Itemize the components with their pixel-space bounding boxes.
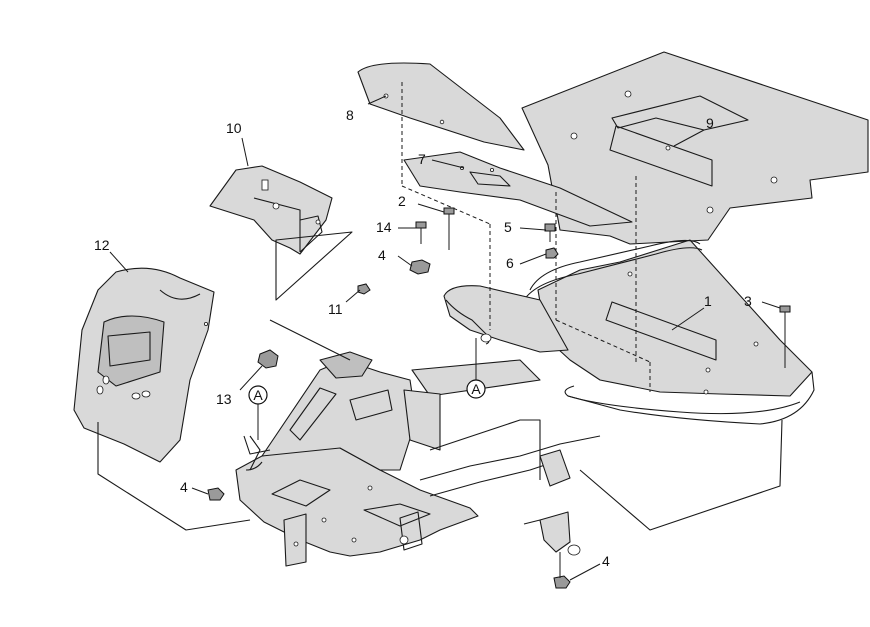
callout-11: 11 <box>328 301 343 317</box>
callout-2: 2 <box>398 193 406 209</box>
part-4-nut-right-icon <box>553 575 571 589</box>
part-2-bolt-icon <box>443 207 455 250</box>
assembly-outlines <box>97 231 783 531</box>
svg-text:A: A <box>471 381 481 397</box>
callout-1: 1 <box>704 293 712 309</box>
part-6-nut-icon <box>545 247 559 259</box>
part-9-floor-plate <box>521 51 869 245</box>
callout-5: 5 <box>504 219 512 235</box>
leader-lines <box>109 95 781 581</box>
part-8-deck-panel <box>357 62 525 151</box>
callout-4-lower-right: 4 <box>602 553 610 569</box>
svg-text:A: A <box>253 387 263 403</box>
u-tube-bracket <box>443 285 569 353</box>
part-4-nut-upper-icon <box>409 259 431 275</box>
hardware <box>207 207 791 589</box>
part-13-knob-icon <box>257 349 279 369</box>
main-chassis-frame <box>235 351 541 567</box>
callout-7: 7 <box>418 151 426 167</box>
callout-13: 13 <box>216 391 232 407</box>
ref-marker-a-right: A <box>466 379 486 399</box>
callout-3: 3 <box>744 293 752 309</box>
part-12-control-cover <box>73 267 215 463</box>
callout-9: 9 <box>706 115 714 131</box>
part-1-foot-plate <box>523 239 815 425</box>
part-7-bracket-plate <box>403 151 633 227</box>
callout-14: 14 <box>376 219 392 235</box>
part-4-nut-left-icon <box>207 487 225 501</box>
part-10-mount-bracket <box>209 165 333 255</box>
callout-12: 12 <box>94 237 110 253</box>
callout-4-upper: 4 <box>378 247 386 263</box>
part-3-bolt-icon <box>779 305 791 368</box>
ref-marker-a-left: A <box>248 385 268 405</box>
side-shaft-assembly <box>419 435 601 556</box>
part-5-bolt-icon <box>544 223 556 242</box>
callout-6: 6 <box>506 255 514 271</box>
callout-8: 8 <box>346 107 354 123</box>
callout-4-lower-left: 4 <box>180 479 188 495</box>
part-14-bolt-icon <box>415 221 427 244</box>
part-11-nut-icon <box>357 283 371 295</box>
callout-10: 10 <box>226 120 242 136</box>
